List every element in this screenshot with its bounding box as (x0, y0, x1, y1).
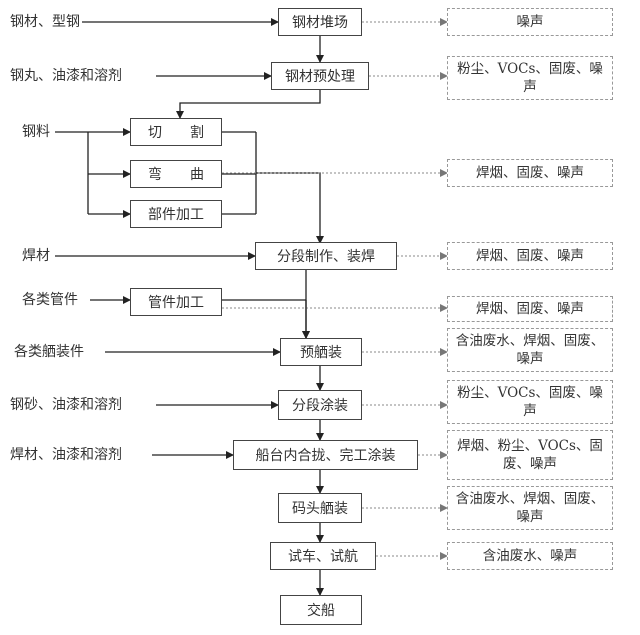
process-section-painting: 分段涂装 (278, 390, 362, 420)
input-sand-paint-solvent: 钢砂、油漆和溶剂 (10, 397, 122, 413)
process-pipe-processing: 管件加工 (130, 288, 222, 316)
process-cutting: 切 割 (130, 118, 222, 146)
process-dock-outfitting: 码头舾装 (278, 493, 362, 523)
process-parts-processing: 部件加工 (130, 200, 222, 228)
process-pre-outfitting: 预舾装 (280, 338, 362, 366)
input-steel-profile: 钢材、型钢 (10, 14, 80, 30)
input-steel-material: 钢料 (22, 124, 50, 140)
process-section-welding: 分段制作、装焊 (255, 242, 397, 270)
input-weld-paint-solvent: 焊材、油漆和溶剂 (10, 447, 122, 463)
output-pretreatment: 粉尘、VOCs、固废、噪声 (447, 56, 613, 100)
output-pre-outfitting: 含油废水、焊烟、固废、噪声 (447, 328, 613, 372)
process-pretreatment: 钢材预处理 (271, 62, 369, 90)
input-various-outfitting: 各类舾装件 (14, 344, 84, 360)
output-dock-outfitting: 含油废水、焊烟、固废、噪声 (447, 486, 613, 530)
input-various-pipes: 各类管件 (22, 292, 78, 308)
input-welding-material: 焊材 (22, 248, 50, 264)
output-section-painting: 粉尘、VOCs、固废、噪声 (447, 380, 613, 424)
output-bending: 焊烟、固废、噪声 (447, 159, 613, 187)
arrow-collector-to-section (256, 172, 324, 244)
output-dock-closure: 焊烟、粉尘、VOCs、固废、噪声 (447, 430, 613, 480)
process-trial: 试车、试航 (270, 542, 376, 570)
process-delivery: 交船 (280, 595, 362, 625)
process-dock-closure: 船台内合拢、完工涂装 (233, 440, 418, 470)
arrow-pre-to-cut (176, 88, 321, 119)
process-steel-yard: 钢材堆场 (278, 8, 362, 36)
output-section-welding: 焊烟、固废、噪声 (447, 242, 613, 270)
input-shot-paint-solvent: 钢丸、油漆和溶剂 (10, 68, 122, 84)
process-bending: 弯 曲 (130, 160, 222, 188)
output-steel-yard: 噪声 (447, 8, 613, 36)
output-pipe-processing: 焊烟、固废、噪声 (447, 296, 613, 322)
output-trial: 含油废水、噪声 (447, 542, 613, 570)
